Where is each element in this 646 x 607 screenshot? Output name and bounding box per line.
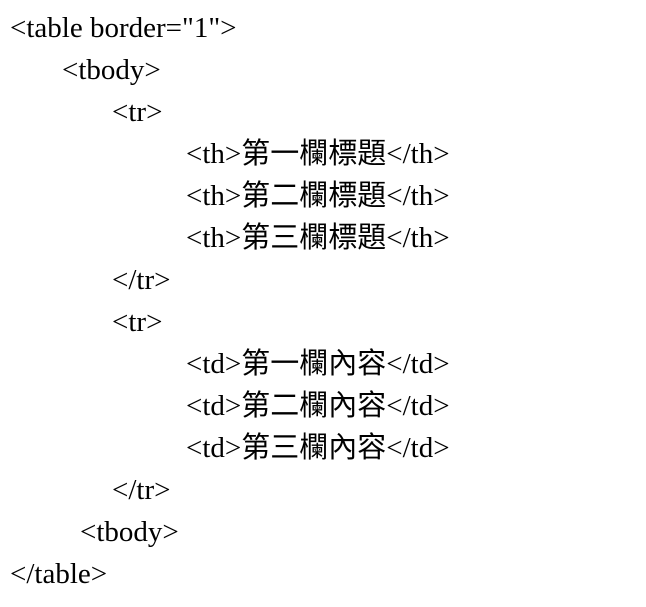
code-line: <tbody> <box>62 54 161 86</box>
code-line: <th>第二欄標題</th> <box>186 180 450 212</box>
code-line: <td>第一欄內容</td> <box>186 348 450 380</box>
code-line: <tr> <box>112 96 163 128</box>
code-line: <tbody> <box>80 516 179 548</box>
code-line: <th>第一欄標題</th> <box>186 138 450 170</box>
code-line: <table border="1"> <box>10 12 237 44</box>
code-line: </table> <box>10 558 108 590</box>
code-line: </tr> <box>112 264 171 296</box>
code-line: <td>第二欄內容</td> <box>186 390 450 422</box>
code-line: <tr> <box>112 306 163 338</box>
code-line: <th>第三欄標題</th> <box>186 222 450 254</box>
code-line: </tr> <box>112 474 171 506</box>
code-line: <td>第三欄內容</td> <box>186 432 450 464</box>
